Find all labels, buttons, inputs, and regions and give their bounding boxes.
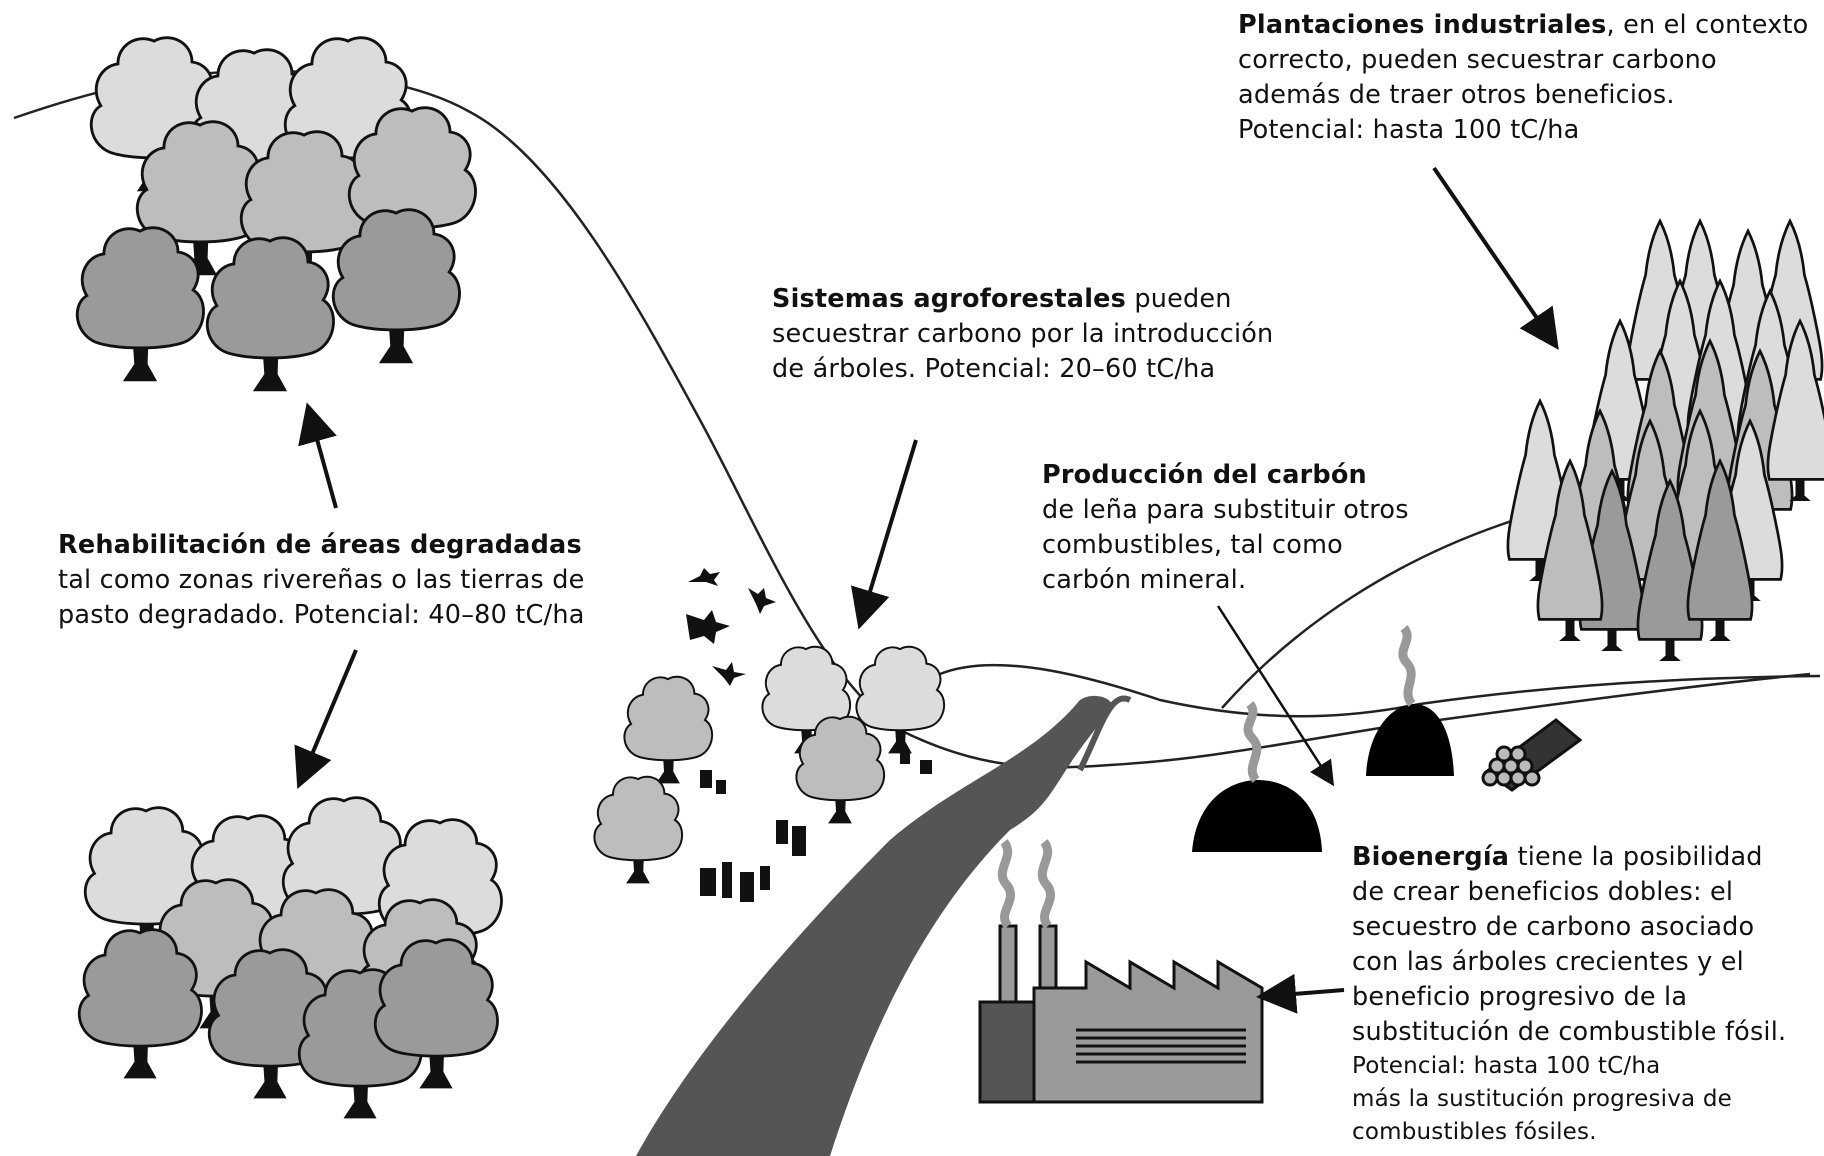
birds [686, 568, 776, 686]
arrow-rehab-up [298, 402, 338, 509]
log-pile [1481, 718, 1583, 792]
charcoal-kiln-left [1192, 701, 1322, 852]
arrow-to-kiln [1216, 605, 1335, 787]
rehabilitacion-potential: Potencial: 40–80 tC/ha [293, 600, 585, 630]
conifer-plantation [1506, 219, 1824, 661]
agroforestales-text: pueden secuestrar carbono por la introdu… [772, 284, 1274, 384]
arrow-to-factory [1256, 973, 1345, 1014]
rehabilitacion-text: tal como zonas rivereñas o las tierras d… [58, 565, 585, 630]
agroforestales-title: Sistemas agroforestales [772, 284, 1127, 314]
arrow-rehab-down [294, 649, 358, 790]
plantaciones-potential: Potencial: hasta 100 tC/ha [1238, 115, 1580, 145]
carbon-title: Producción del carbón [1042, 460, 1367, 490]
forest-bottom-left [77, 796, 503, 1119]
label-agroforestales: Sistemas agroforestales pueden secuestra… [772, 282, 1292, 387]
bioenergia-extra: más la sustitución progresiva de combust… [1352, 1086, 1732, 1145]
charcoal-kiln-right [1366, 625, 1454, 776]
broadleaf-tree-icon [593, 775, 684, 884]
label-rehabilitacion: Rehabilitación de áreas degradadas tal c… [58, 528, 618, 633]
broadleaf-tree-icon [623, 675, 714, 784]
rehabilitacion-title: Rehabilitación de áreas degradadas [58, 530, 582, 560]
stream [1077, 695, 1132, 772]
factory [978, 839, 1264, 1104]
broadleaf-tree-icon [75, 226, 205, 382]
bioenergia-title: Bioenergía [1352, 842, 1510, 872]
bioenergia-text: tiene la posibilidad de crear beneficios… [1352, 842, 1787, 1047]
bioenergia-potential: Potencial: hasta 100 tC/ha [1352, 1053, 1661, 1079]
label-plantaciones: Plantaciones industriales, en el context… [1238, 8, 1818, 148]
plantaciones-title: Plantaciones industriales [1238, 10, 1607, 40]
broadleaf-tree-icon [205, 236, 335, 392]
arrow-to-plantation [1432, 166, 1559, 350]
livestock [700, 752, 932, 902]
river [636, 695, 1113, 1156]
arrows [294, 166, 1559, 1014]
label-carbon: Producción del carbón de leña para subst… [1042, 458, 1422, 598]
plantaciones-text: , en el contexto correcto, pueden secues… [1238, 10, 1809, 110]
agroforestales-potential: Potencial: 20–60 tC/ha [924, 354, 1216, 384]
label-bioenergia: Bioenergía tiene la posibilidad de crear… [1352, 840, 1802, 1149]
carbon-text: de leña para substituir otros combustibl… [1042, 495, 1409, 595]
arrow-to-agroforestry [850, 439, 918, 630]
